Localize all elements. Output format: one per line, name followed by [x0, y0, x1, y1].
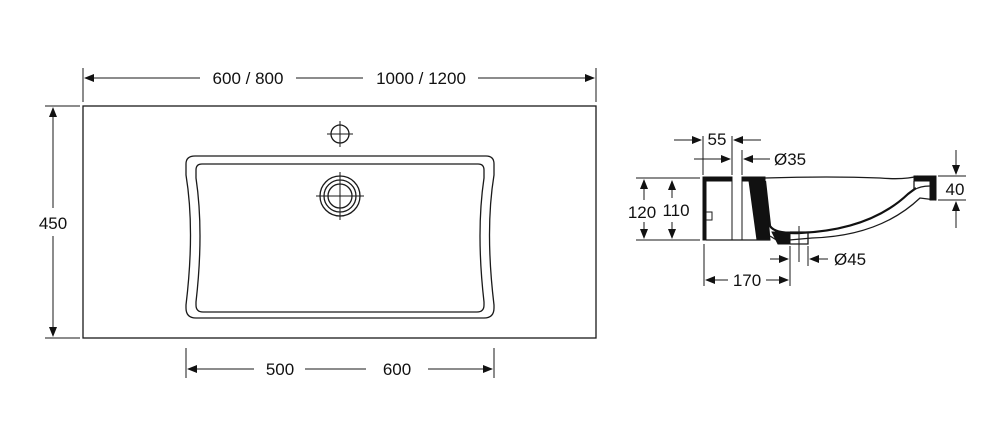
top-rim-left	[702, 176, 733, 182]
drain-offset-label: 170	[733, 271, 761, 290]
bowl-width-dimension: 500 600	[185, 348, 495, 379]
tap-hole-diameter-dimension: Ø35	[694, 150, 806, 175]
bowl-inner-outline	[195, 163, 485, 313]
total-height-label: 120	[628, 203, 656, 222]
bowl-width-label: 500	[266, 360, 294, 379]
tap-hole-offset-label: 55	[708, 130, 727, 149]
bowl-outer-outline	[185, 155, 495, 319]
rim-thickness-label: 40	[946, 180, 965, 199]
overall-width-label-alt: 1000 / 1200	[376, 69, 466, 88]
drain-hole	[316, 172, 364, 220]
bowl-width-label-alt: 600	[383, 360, 411, 379]
inner-height-label: 110	[662, 201, 689, 220]
total-height-dimension: 120	[628, 177, 700, 241]
depth-dimension: 450	[39, 105, 80, 339]
section-view: 55 Ø35 120 110 40	[628, 130, 966, 290]
top-view: 600 / 800 1000 / 1200 450 500 600	[39, 68, 597, 379]
drain-diameter-label: Ø45	[834, 250, 866, 269]
inner-height-dimension: 110	[662, 180, 690, 239]
depth-label: 450	[39, 214, 67, 233]
top-rim-right	[741, 176, 766, 182]
basin-outer-curve	[769, 197, 937, 242]
basin-upper-curve	[764, 175, 919, 180]
tap-hole	[327, 121, 353, 147]
countertop-outline	[82, 105, 597, 339]
drain-diameter-dimension: Ø45	[770, 246, 866, 269]
overall-width-dimension: 600 / 800 1000 / 1200	[82, 68, 597, 102]
tap-hole-offset-dimension: 55	[674, 130, 761, 175]
drain-outlet	[771, 231, 791, 245]
back-wall-section	[702, 177, 707, 241]
overall-width-label: 600 / 800	[213, 69, 284, 88]
rim-thickness-dimension: 40	[938, 150, 966, 228]
basin-inner-curve	[763, 180, 917, 235]
tap-hole-diameter-label: Ø35	[774, 150, 806, 169]
drain-offset-dimension: 170	[703, 244, 791, 290]
